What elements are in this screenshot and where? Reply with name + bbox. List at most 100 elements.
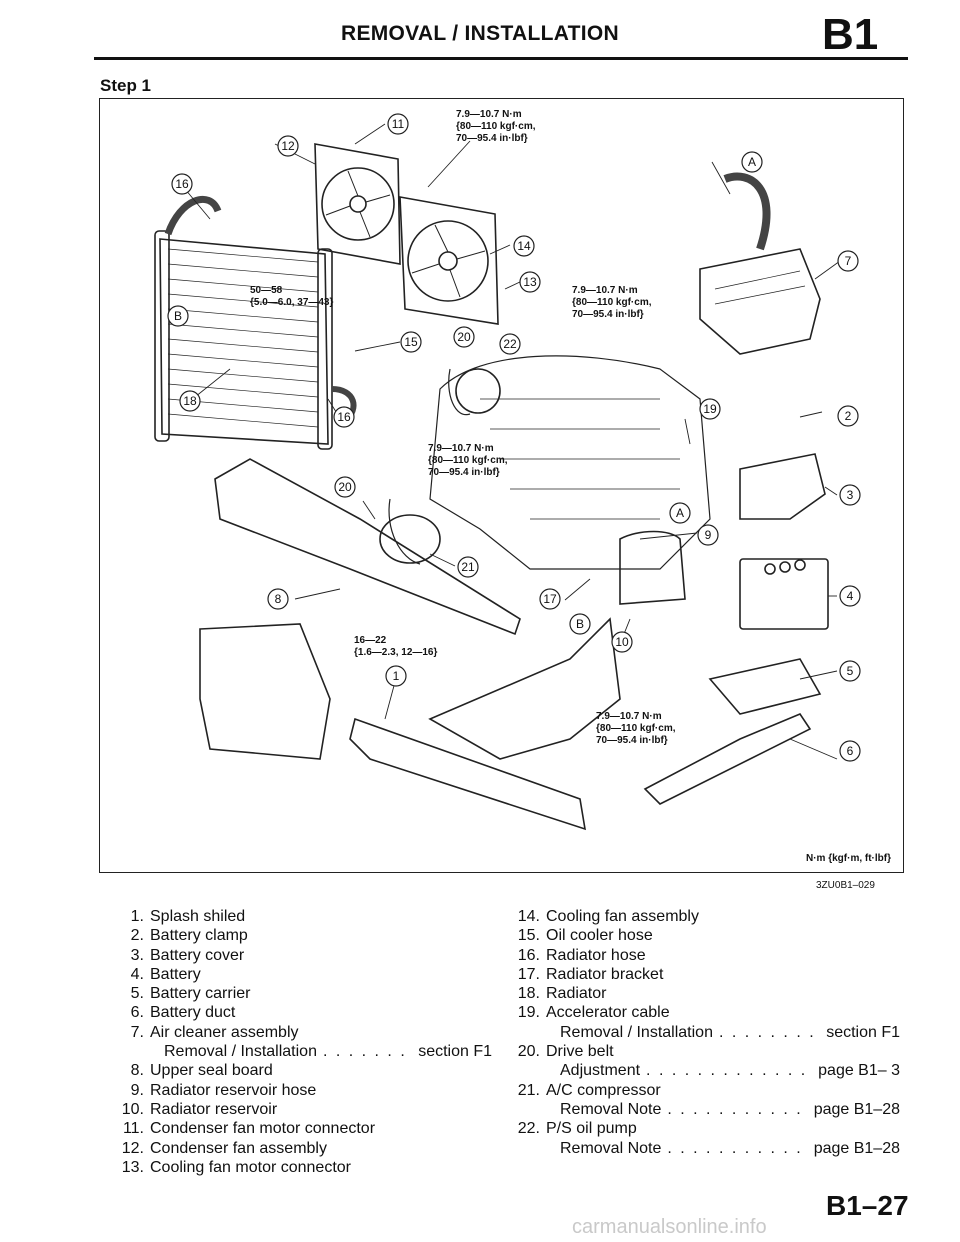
legend-item: 14.Cooling fan assembly: [508, 907, 900, 926]
watermark: carmanualsonline.info: [572, 1216, 767, 1238]
callout-13: 13: [519, 271, 541, 293]
svg-text:8: 8: [275, 592, 282, 606]
torque-label-radiator-mount: 50—58 {5.0—6.0, 37—43}: [250, 285, 334, 308]
legend-item: 15. Oil cooler hose: [508, 926, 900, 945]
legend-item-text: Battery clamp: [150, 927, 248, 945]
callout-6: 6: [839, 740, 861, 762]
legend-item: 18. Radiator: [508, 984, 900, 1003]
legend-item-procedure: Removal Note. . . . . . . . . . . . . . …: [508, 1100, 900, 1119]
legend-item-number: 20.: [517, 1043, 540, 1061]
svg-text:20: 20: [338, 480, 352, 494]
section-code: B1: [822, 10, 879, 59]
svg-text:16: 16: [175, 177, 189, 191]
legend-item: 4.Battery: [112, 965, 492, 984]
radiator-drawing: [159, 238, 329, 445]
legend-item-number: 7.: [130, 1023, 144, 1041]
legend-item: 6.Battery duct: [112, 1003, 492, 1022]
dot-leader: . . . . . . . . . . . . . . . . . . . . …: [646, 1062, 812, 1080]
svg-text:6: 6: [847, 744, 854, 758]
header-rule: [94, 57, 908, 60]
callout-B-mid: B: [569, 613, 591, 635]
svg-text:11: 11: [392, 117, 405, 131]
callout-20-lower: 20: [334, 476, 356, 498]
legend-item-procedure: Adjustment. . . . . . . . . . . . . . . …: [508, 1061, 900, 1080]
svg-text:15: 15: [404, 335, 418, 349]
callout-10: 10: [611, 631, 633, 653]
callout-18: 18: [179, 390, 201, 412]
legend-item: 3.Battery cover: [112, 946, 492, 965]
procedure-reference: section F1: [418, 1043, 492, 1061]
svg-text:19: 19: [703, 402, 717, 416]
legend-item: 19.Accelerator cable: [508, 1003, 900, 1022]
legend-item-number: 15.: [517, 927, 540, 945]
legend-item-text: Drive belt: [546, 1043, 614, 1061]
legend-item-text: Battery duct: [150, 1004, 236, 1022]
callout-8: 8: [267, 588, 289, 610]
svg-text:9: 9: [705, 528, 712, 542]
svg-text:12: 12: [281, 139, 295, 153]
legend-item: 13.Cooling fan motor connector: [112, 1158, 492, 1177]
svg-text:21: 21: [461, 560, 475, 574]
svg-text:18: 18: [183, 394, 197, 408]
callout-22: 22: [499, 333, 521, 355]
legend-item-number: 9.: [130, 1081, 144, 1099]
legend-item-text: Battery: [150, 965, 201, 983]
callout-15: 15: [400, 331, 422, 353]
legend-item-text: Radiator hose: [546, 946, 646, 964]
callout-1: 1: [385, 665, 407, 687]
callout-16-upper: 16: [171, 173, 193, 195]
legend-item: 20. Drive belt: [508, 1042, 900, 1061]
legend-item-number: 18.: [517, 985, 540, 1003]
procedure-name: Removal / Installation: [560, 1023, 713, 1041]
legend-item-number: 17.: [517, 965, 540, 983]
legend-item: 2.Battery clamp: [112, 926, 492, 945]
legend-item-text: Upper seal board: [150, 1062, 273, 1080]
svg-text:20: 20: [457, 330, 471, 344]
legend-item: 1.Splash shiled: [112, 907, 492, 926]
legend-item-text: Radiator reservoir: [150, 1100, 278, 1118]
svg-text:1: 1: [393, 669, 400, 683]
legend-item: 22. P/S oil pump: [508, 1119, 900, 1138]
procedure-reference: page B1– 3: [818, 1062, 900, 1080]
legend-item-procedure: Removal / Installation. . . . . . . . . …: [508, 1023, 900, 1042]
legend-item-text: Cooling fan motor connector: [150, 1158, 351, 1176]
svg-text:13: 13: [523, 275, 537, 289]
legend-item-number: 10.: [121, 1100, 144, 1118]
svg-text:B: B: [174, 309, 182, 323]
callout-21: 21: [457, 556, 479, 578]
figure-code: 3ZU0B1–029: [816, 880, 875, 891]
callout-3: 3: [839, 484, 861, 506]
legend-item: 10. Radiator reservoir: [112, 1100, 492, 1119]
torque-label-fan-bolts: 7.9—10.7 N·m {80—110 kgf·cm, 70—95.4 in·…: [456, 109, 536, 144]
callout-5: 5: [839, 660, 861, 682]
dot-leader: . . . . . . . . . . . . . . . . . . . . …: [667, 1139, 807, 1157]
legend-item-number: 8.: [130, 1062, 144, 1080]
callout-B-left: B: [167, 305, 189, 327]
legend-item-text: Cooling fan assembly: [546, 908, 699, 925]
legend-item-text: Battery carrier: [150, 985, 251, 1003]
battery-drawing: [739, 558, 829, 630]
torque-label-compressor: 16—22 {1.6—2.3, 12—16}: [354, 635, 438, 658]
svg-text:4: 4: [847, 589, 854, 603]
svg-text:A: A: [748, 155, 756, 169]
callout-14: 14: [513, 235, 535, 257]
legend-item-text: Oil cooler hose: [546, 927, 653, 945]
legend-item-number: 21.: [517, 1081, 540, 1099]
legend-item-text: P/S oil pump: [546, 1120, 637, 1138]
legend-item-text: Radiator: [546, 985, 607, 1003]
legend-item: 9.Radiator reservoir hose: [112, 1081, 492, 1100]
condenser-fan-drawing: [314, 143, 401, 265]
svg-text:14: 14: [517, 239, 531, 253]
svg-text:16: 16: [337, 410, 351, 424]
legend-item-number: 3.: [130, 946, 144, 964]
legend-item-text: Accelerator cable: [546, 1004, 670, 1022]
legend-item-text: Condenser fan motor connector: [150, 1120, 376, 1138]
legend-item-number: 22.: [517, 1120, 540, 1138]
legend-item-text: Condenser fan assembly: [150, 1139, 327, 1157]
legend-item-text: Radiator bracket: [546, 965, 664, 983]
callout-16-lower: 16: [333, 406, 355, 428]
upper-seal-board-drawing: [214, 458, 521, 636]
svg-text:A: A: [676, 506, 684, 520]
callout-7: 7: [837, 250, 859, 272]
